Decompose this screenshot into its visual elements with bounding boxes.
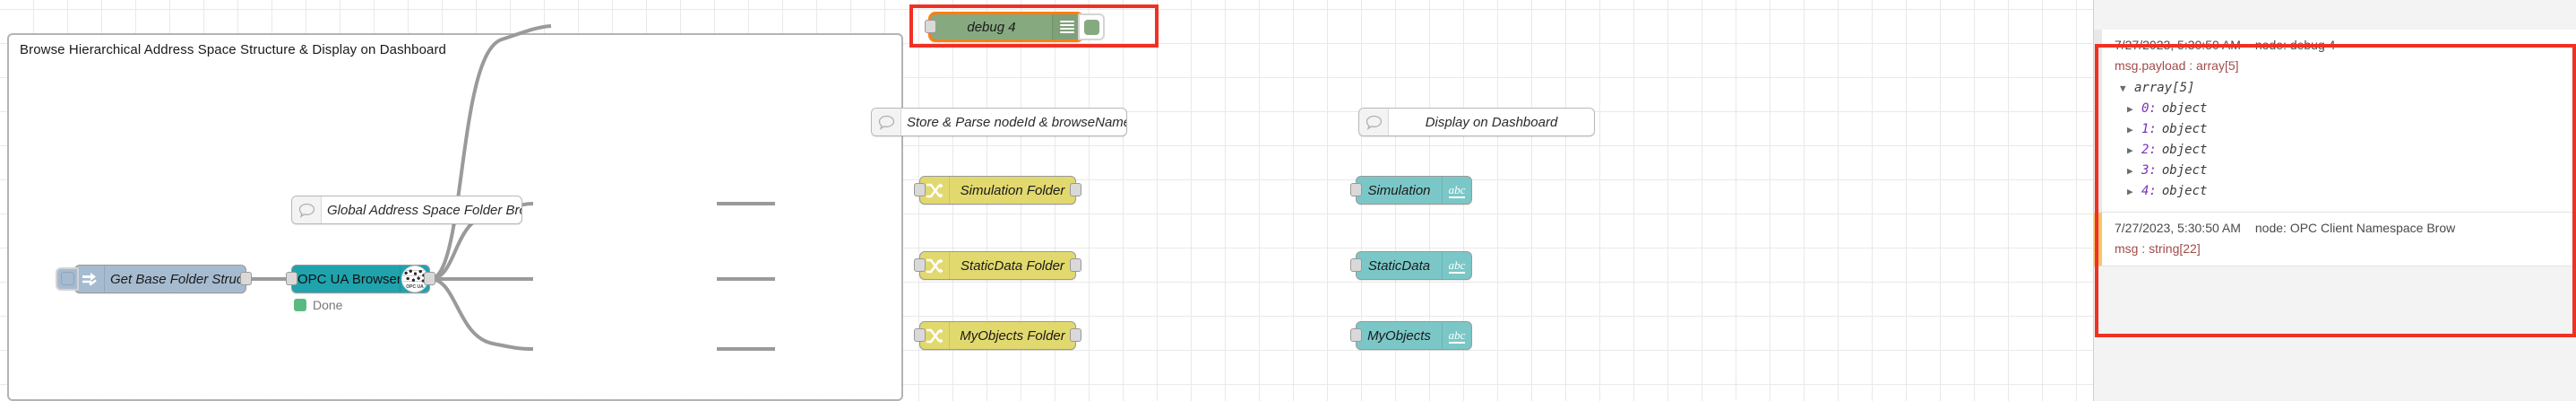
node-status: Done xyxy=(294,298,342,312)
abc-icon-label: abc xyxy=(1448,257,1466,274)
debug-value-tree[interactable]: ▼ array[5] ▶ 0: object ▶ 1: object ▶ 2: … xyxy=(2115,78,2565,202)
node-comment-store-parse[interactable]: Store & Parse nodeId & browseName xyxy=(871,108,1127,136)
debug-timestamp: 7/27/2023, 5:30:50 AM xyxy=(2115,221,2241,235)
debug-source-node: node: debug 4 xyxy=(2254,38,2336,52)
switch-icon xyxy=(920,252,950,279)
port-in[interactable] xyxy=(914,183,926,196)
debug-property-path: msg.payload : array[5] xyxy=(2115,58,2239,73)
node-switch-staticdata-folder[interactable]: StaticData Folder xyxy=(914,251,1081,280)
tree-item-index: 2: xyxy=(2141,143,2157,157)
opc-ua-logo-text: OPC UA xyxy=(406,284,424,290)
inject-trigger-button[interactable] xyxy=(56,267,79,291)
status-dot-icon xyxy=(294,299,306,311)
node-label: Simulation Folder xyxy=(960,182,1065,198)
comment-bubble-icon xyxy=(1359,109,1389,135)
port-in[interactable] xyxy=(1350,258,1362,272)
node-label: Store & Parse nodeId & browseName xyxy=(907,114,1126,130)
port-out[interactable] xyxy=(1070,258,1081,272)
node-label: StaticData Folder xyxy=(961,257,1064,274)
tree-item-row[interactable]: ▶ 2: object xyxy=(2115,140,2565,161)
abc-text-icon: abc xyxy=(1442,177,1471,204)
node-get-base-folder-structure[interactable]: Get Base Folder Structure ¹ xyxy=(56,265,252,293)
node-label: MyObjects xyxy=(1367,327,1431,344)
port-out[interactable] xyxy=(424,272,435,285)
debug-hamburger-icon xyxy=(1052,14,1081,39)
debug-property-path: msg : string[22] xyxy=(2115,241,2201,256)
caret-down-icon[interactable]: ▼ xyxy=(2120,83,2126,94)
sidebar-spacer xyxy=(2094,0,2576,30)
node-switch-myobjects-folder[interactable]: MyObjects Folder xyxy=(914,321,1081,350)
node-label: Display on Dashboard xyxy=(1425,114,1558,130)
flow-canvas[interactable]: Browse Hierarchical Address Space Struct… xyxy=(0,0,2093,401)
node-label: StaticData xyxy=(1367,257,1431,274)
node-comment-display-dashboard[interactable]: Display on Dashboard xyxy=(1358,108,1595,136)
node-ui-text-simulation[interactable]: Simulation abc xyxy=(1350,176,1472,205)
port-out[interactable] xyxy=(1070,328,1081,342)
port-in[interactable] xyxy=(1350,328,1362,342)
node-switch-simulation-folder[interactable]: Simulation Folder xyxy=(914,176,1081,205)
tree-item-value: object xyxy=(2161,122,2208,136)
tree-item-index: 4: xyxy=(2141,184,2157,198)
tree-item-row[interactable]: ▶ 0: object xyxy=(2115,99,2565,119)
caret-right-icon[interactable]: ▶ xyxy=(2127,144,2133,156)
node-debug-4[interactable]: debug 4 xyxy=(925,12,1105,42)
node-label: debug 4 xyxy=(967,19,1016,35)
node-label: Get Base Folder Structure ¹ xyxy=(110,271,246,287)
tree-item-index: 3: xyxy=(2141,163,2157,178)
tree-item-value: object xyxy=(2161,163,2208,178)
debug-timestamp: 7/27/2023, 5:30:50 AM xyxy=(2115,38,2241,52)
abc-text-icon: abc xyxy=(1442,322,1471,349)
debug-toggle-button[interactable] xyxy=(1078,13,1105,40)
debug-sidebar[interactable]: 7/27/2023, 5:30:50 AM node: debug 4 msg.… xyxy=(2093,0,2576,401)
tree-root-row[interactable]: ▼ array[5] xyxy=(2115,78,2565,99)
port-out[interactable] xyxy=(240,272,252,285)
debug-message-header: 7/27/2023, 5:30:50 AM node: debug 4 xyxy=(2115,38,2565,52)
caret-right-icon[interactable]: ▶ xyxy=(2127,124,2133,135)
tree-item-index: 0: xyxy=(2141,101,2157,116)
node-ui-text-staticdata[interactable]: StaticData abc xyxy=(1350,251,1472,280)
node-opc-ua-browser[interactable]: OPC UA Browser OPC UA Done xyxy=(286,265,435,312)
debug-message[interactable]: 7/27/2023, 5:30:50 AM node: OPC Client N… xyxy=(2094,213,2576,266)
debug-message[interactable]: 7/27/2023, 5:30:50 AM node: debug 4 msg.… xyxy=(2094,30,2576,213)
flow-group-title: Browse Hierarchical Address Space Struct… xyxy=(20,42,446,57)
tree-item-value: object xyxy=(2161,184,2208,198)
port-in[interactable] xyxy=(1350,183,1362,196)
node-label: Simulation xyxy=(1367,182,1431,198)
caret-right-icon[interactable]: ▶ xyxy=(2127,165,2133,177)
node-label: Global Address Space Folder Browse xyxy=(327,202,521,218)
caret-right-icon[interactable]: ▶ xyxy=(2127,103,2133,115)
port-out[interactable] xyxy=(1070,183,1081,196)
switch-icon xyxy=(920,177,950,204)
node-ui-text-myobjects[interactable]: MyObjects abc xyxy=(1350,321,1472,350)
node-label: OPC UA Browser xyxy=(297,271,400,287)
tree-root-label: array[5] xyxy=(2134,81,2195,95)
debug-source-node: node: OPC Client Namespace Brow xyxy=(2254,221,2456,235)
tree-item-value: object xyxy=(2161,143,2208,157)
port-in[interactable] xyxy=(914,258,926,272)
abc-icon-label: abc xyxy=(1448,327,1466,344)
abc-text-icon: abc xyxy=(1442,252,1471,279)
comment-bubble-icon xyxy=(872,109,901,135)
tree-item-row[interactable]: ▶ 3: object xyxy=(2115,161,2565,181)
tree-item-row[interactable]: ▶ 1: object xyxy=(2115,119,2565,140)
node-comment-global-browse[interactable]: Global Address Space Folder Browse xyxy=(291,196,522,224)
tree-item-index: 1: xyxy=(2141,122,2157,136)
abc-icon-label: abc xyxy=(1448,182,1466,198)
switch-icon xyxy=(920,322,950,349)
inject-arrow-icon xyxy=(75,266,105,292)
tree-item-value: object xyxy=(2161,101,2208,116)
caret-right-icon[interactable]: ▶ xyxy=(2127,186,2133,197)
debug-message-header: 7/27/2023, 5:30:50 AM node: OPC Client N… xyxy=(2115,221,2565,235)
port-in[interactable] xyxy=(286,272,297,285)
status-text: Done xyxy=(313,298,343,312)
tree-item-row[interactable]: ▶ 4: object xyxy=(2115,181,2565,202)
comment-bubble-icon xyxy=(292,196,322,223)
port-in[interactable] xyxy=(914,328,926,342)
node-label: MyObjects Folder xyxy=(960,327,1065,344)
port-in[interactable] xyxy=(925,20,936,33)
